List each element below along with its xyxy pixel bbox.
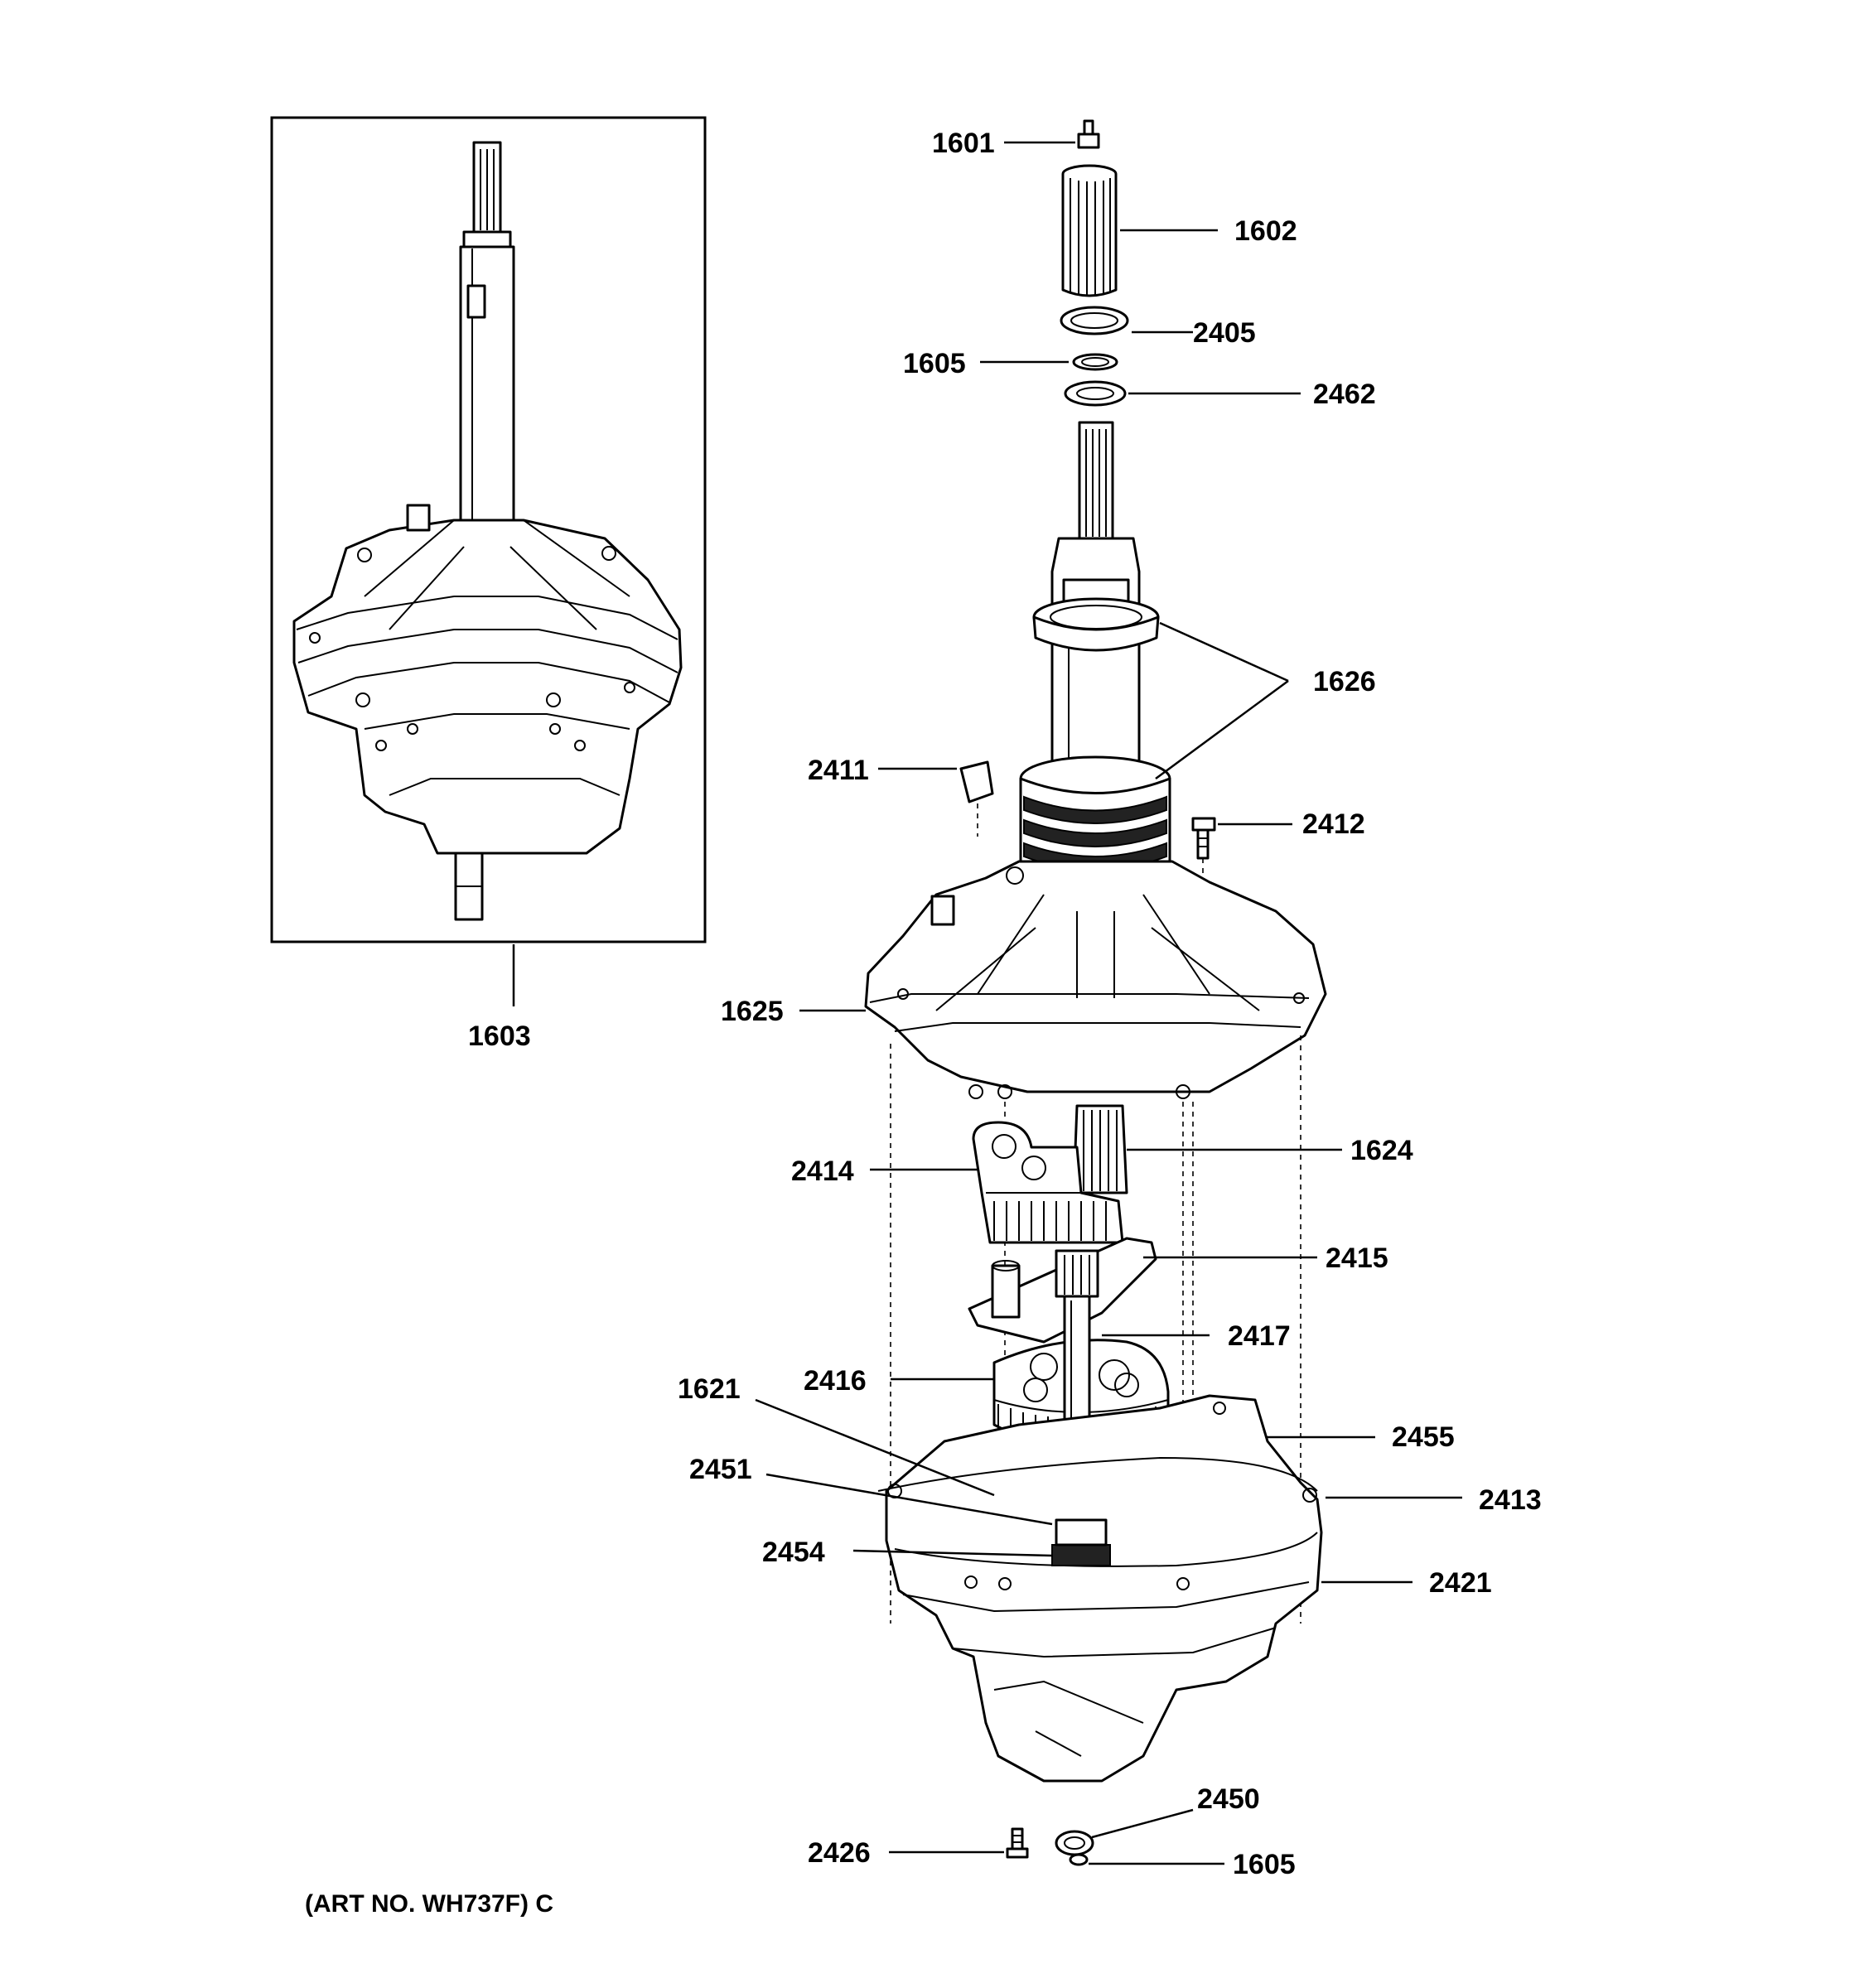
part-2426-screw: 2426 bbox=[808, 1827, 1029, 1869]
label-2426: 2426 bbox=[808, 1837, 871, 1869]
label-2411: 2411 bbox=[808, 755, 869, 786]
label-1602: 1602 bbox=[1234, 215, 1297, 247]
leader-1621: 1621 bbox=[678, 1373, 995, 1497]
part-2450-seal: 2450 bbox=[1055, 1783, 1260, 1856]
label-2450: 2450 bbox=[1197, 1783, 1260, 1815]
label-2414: 2414 bbox=[791, 1156, 854, 1187]
part-2405-seal: 2405 bbox=[1060, 306, 1256, 349]
label-2421: 2421 bbox=[1429, 1567, 1492, 1599]
label-1601: 1601 bbox=[932, 128, 995, 159]
part-1624-pinion: 1624 bbox=[1072, 1104, 1413, 1194]
art-number-caption: (ART NO. WH737F) C bbox=[305, 1890, 553, 1918]
leader-2454: 2454 bbox=[762, 1537, 1053, 1568]
label-2405: 2405 bbox=[1193, 317, 1256, 349]
part-1626-seal-lower bbox=[1019, 755, 1171, 877]
label-2454: 2454 bbox=[762, 1537, 825, 1568]
label-2455: 2455 bbox=[1392, 1421, 1455, 1453]
leader-2451: 2451 bbox=[689, 1454, 1053, 1526]
part-2414-gear: 2414 bbox=[791, 1121, 1124, 1244]
label-1621: 1621 bbox=[678, 1373, 741, 1405]
part-2411-plug: 2411 bbox=[808, 755, 994, 837]
label-1626: 1626 bbox=[1313, 666, 1376, 697]
label-1625: 1625 bbox=[721, 996, 784, 1027]
inset-shaft bbox=[459, 141, 515, 530]
part-1605-washer-bottom: 1605 bbox=[1069, 1849, 1296, 1880]
part-2462-washer: 2462 bbox=[1064, 379, 1376, 410]
label-1605-bottom: 1605 bbox=[1233, 1849, 1296, 1880]
leader-1626: 1626 bbox=[1155, 621, 1376, 780]
part-1625-cover: 1625 bbox=[721, 860, 1327, 1099]
part-1605-washer-top: 1605 bbox=[903, 348, 1118, 379]
inset-assembly-1603: 1603 bbox=[270, 116, 707, 1052]
label-1603: 1603 bbox=[468, 1021, 531, 1052]
part-2421-base-housing: 2413 2421 bbox=[877, 1394, 1542, 1783]
inset-housing bbox=[292, 504, 683, 855]
label-2451: 2451 bbox=[689, 1454, 752, 1485]
part-1602-coupling: 1602 bbox=[1061, 164, 1297, 297]
label-1605-top: 1605 bbox=[903, 348, 966, 379]
part-1626-seal-upper bbox=[1032, 597, 1160, 652]
label-1624: 1624 bbox=[1350, 1135, 1413, 1166]
part-1601-bolt: 1601 bbox=[932, 119, 1100, 159]
inset-frame bbox=[270, 116, 707, 943]
part-2412-screw: 2412 bbox=[1191, 808, 1365, 878]
label-2412: 2412 bbox=[1302, 808, 1365, 840]
part-2415-plate: 2415 bbox=[968, 1237, 1388, 1344]
label-2415: 2415 bbox=[1326, 1242, 1388, 1274]
label-2417: 2417 bbox=[1228, 1320, 1291, 1352]
label-2413: 2413 bbox=[1479, 1484, 1542, 1516]
label-2416: 2416 bbox=[804, 1365, 867, 1397]
label-2462: 2462 bbox=[1313, 379, 1376, 410]
